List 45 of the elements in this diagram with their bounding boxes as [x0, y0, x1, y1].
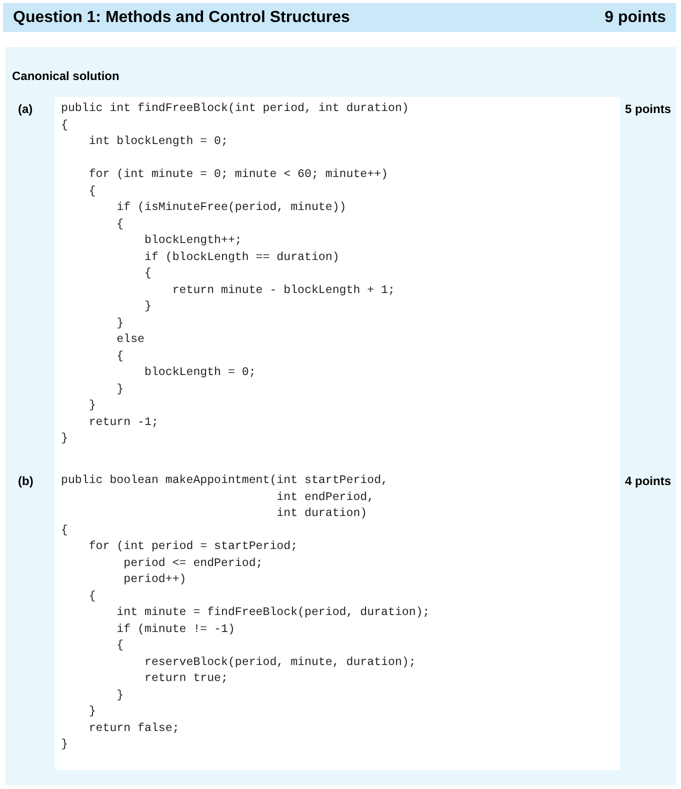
- code-line: {: [116, 348, 124, 364]
- code-line: int blockLength = 0;: [88, 134, 228, 150]
- code-line: blockLength++;: [143, 233, 242, 249]
- code-line: int minute = findFreeBlock(period, duration);: [116, 605, 430, 621]
- code-line: return minute - blockLength + 1;: [171, 282, 395, 298]
- part-label: (b): [18, 474, 34, 488]
- code-line: {: [143, 266, 152, 282]
- code-line: reserveBlock(period, minute, duration);: [143, 654, 416, 670]
- code-line: {: [116, 638, 124, 654]
- code-line: }: [61, 431, 68, 447]
- code-line: int duration): [276, 506, 368, 522]
- code-line: public boolean makeAppointment(int startPeriod,: [61, 473, 388, 489]
- code-line: }: [88, 704, 96, 720]
- code-line: }: [88, 398, 96, 414]
- code-line: {: [61, 118, 68, 134]
- code-line: else: [116, 332, 144, 348]
- code-line: }: [116, 688, 124, 704]
- code-line: public int findFreeBlock(int period, int duration): [61, 101, 409, 117]
- code-line: {: [116, 216, 124, 232]
- code-line: for (int period = startPeriod;: [88, 539, 298, 555]
- code-line: if (blockLength == duration): [143, 250, 340, 266]
- section-heading: Canonical solution: [12, 69, 120, 83]
- code-line: return -1;: [88, 414, 158, 430]
- part-label: (a): [18, 102, 33, 116]
- points-label: 5 points: [625, 102, 672, 116]
- code-line: for (int minute = 0; minute < 60; minute++): [88, 167, 388, 183]
- points-label: 9 points: [604, 8, 666, 26]
- code-line: blockLength = 0;: [143, 365, 256, 381]
- code-line: if (isMinuteFree(period, minute)): [116, 200, 346, 216]
- question-title: Question 1: Methods and Control Structures: [13, 8, 350, 26]
- code-line: period++): [122, 572, 186, 588]
- code-line: {: [88, 184, 96, 200]
- points-label: 4 points: [625, 474, 672, 488]
- code-line: int endPeriod,: [276, 490, 374, 506]
- code-line: return false;: [88, 720, 180, 736]
- code-line: {: [88, 588, 96, 604]
- title-bar: [3, 3, 676, 32]
- code-line: return true;: [143, 671, 228, 687]
- code-line: }: [143, 299, 152, 315]
- code-line: }: [61, 737, 68, 753]
- code-line: if (minute != -1): [116, 622, 235, 638]
- code-line: }: [116, 316, 124, 332]
- code-line: period <= endPeriod;: [122, 556, 263, 572]
- code-line: {: [61, 522, 68, 538]
- code-line: }: [116, 382, 124, 398]
